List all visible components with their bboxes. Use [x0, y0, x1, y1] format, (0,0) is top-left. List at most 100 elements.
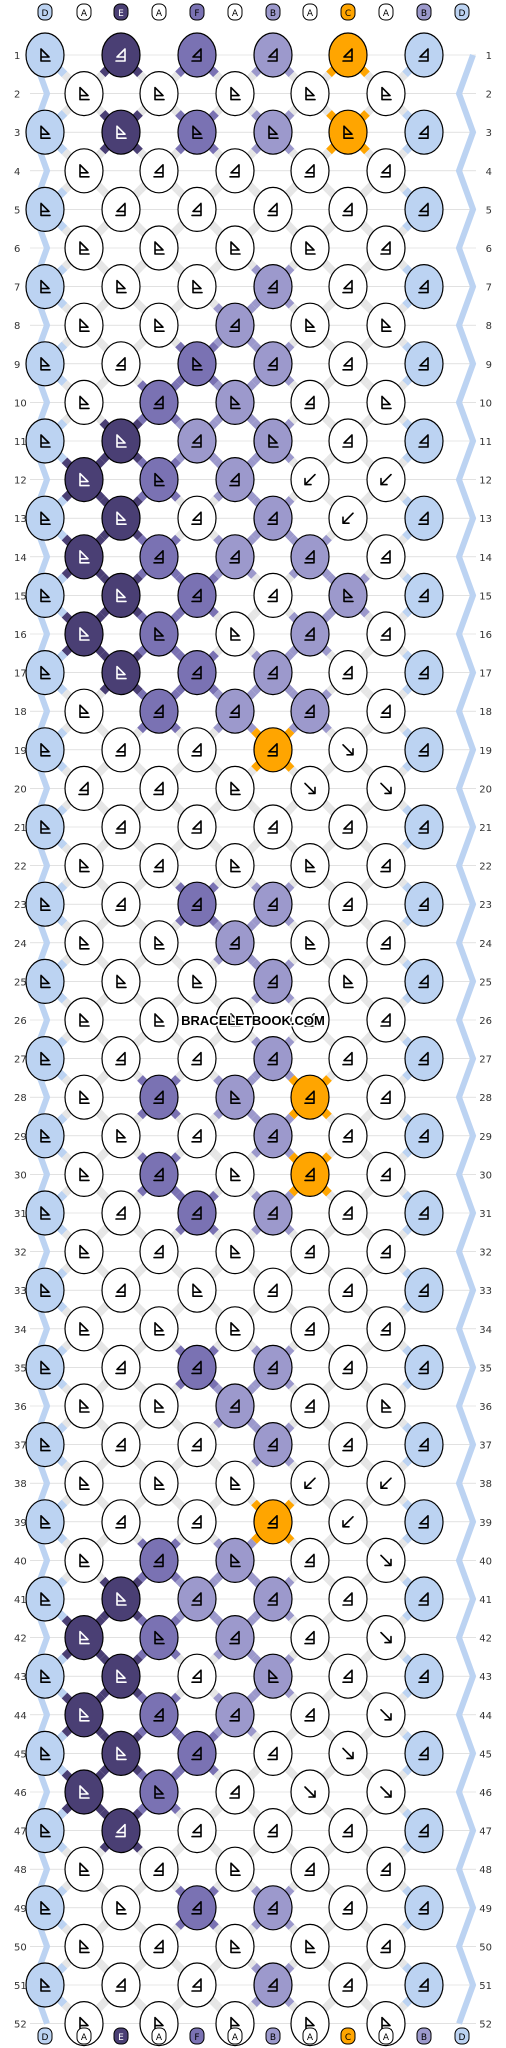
top-strand-label: F	[194, 9, 199, 19]
left-row-number: 25	[14, 977, 27, 988]
backward-forward-knot-arrow-icon	[191, 1592, 202, 1606]
knot	[25, 1730, 65, 1777]
knot	[366, 1228, 406, 1275]
backward-forward-knot-arrow-icon	[304, 1708, 315, 1722]
knot-body	[101, 881, 141, 927]
knot-body	[101, 264, 141, 310]
knot-body	[253, 341, 293, 387]
backward-forward-knot-arrow-icon	[267, 511, 278, 525]
knot-body	[366, 1306, 406, 1352]
forward-knot-arrow-icon	[380, 1631, 392, 1644]
forward-backward-knot-arrow-icon	[230, 1244, 241, 1259]
knot	[215, 379, 255, 425]
knot	[328, 958, 368, 1005]
right-row-number: 23	[479, 900, 492, 911]
forward-backward-knot-arrow-icon	[79, 704, 90, 718]
knot-body	[404, 1962, 444, 2008]
knot	[215, 1614, 255, 1661]
knot-body	[177, 1807, 217, 1854]
knot-body	[253, 649, 293, 696]
knot-body	[290, 70, 330, 117]
knot-body	[290, 379, 330, 425]
knot	[328, 186, 368, 232]
knot-body	[253, 186, 293, 232]
right-row-number: 28	[479, 1093, 492, 1104]
knot-body	[366, 1228, 406, 1275]
right-row-number: 2	[486, 90, 492, 101]
forward-backward-knot-arrow-icon	[79, 1244, 90, 1259]
backward-forward-knot-arrow-icon	[191, 743, 202, 757]
forward-backward-knot-arrow-icon	[116, 125, 127, 139]
backward-forward-knot-arrow-icon	[418, 279, 429, 294]
backward-forward-knot-arrow-icon	[380, 858, 391, 873]
knot	[328, 1962, 368, 2008]
backward-forward-knot-arrow-icon	[153, 781, 164, 796]
forward-backward-knot-arrow-icon	[40, 1515, 51, 1529]
right-row-number: 31	[479, 1209, 492, 1220]
right-row-number: 34	[479, 1325, 492, 1336]
knot	[64, 1692, 104, 1738]
knot	[177, 1113, 217, 1159]
backward-forward-knot-arrow-icon	[380, 936, 391, 950]
knot	[253, 341, 293, 387]
knot	[215, 1537, 255, 1584]
knot-body	[404, 1807, 444, 1854]
knot-body	[328, 418, 368, 464]
knot	[139, 1460, 179, 1506]
knot-body	[404, 1499, 444, 1545]
knot	[253, 1035, 293, 1082]
knot	[215, 997, 255, 1043]
knot	[215, 1383, 255, 1429]
forward-backward-knot-arrow-icon	[154, 86, 165, 101]
backward-forward-knot-arrow-icon	[191, 1823, 202, 1838]
knot	[404, 264, 444, 310]
knot-body	[290, 997, 330, 1043]
knot	[366, 1614, 406, 1661]
knot-body	[404, 1190, 444, 1236]
backward-forward-knot-arrow-icon	[418, 665, 429, 680]
left-row-number: 9	[14, 360, 20, 371]
backward-forward-knot-arrow-icon	[418, 1978, 429, 1992]
knot	[366, 379, 406, 425]
knot-body	[101, 1267, 141, 1313]
knot-body	[139, 70, 179, 117]
knot-body	[101, 958, 141, 1005]
knot-body	[25, 572, 65, 619]
knot	[328, 1885, 368, 1931]
knot-body	[366, 842, 406, 889]
knot	[366, 70, 406, 117]
knot	[215, 302, 255, 348]
backward-forward-knot-arrow-icon	[267, 1592, 278, 1606]
forward-backward-knot-arrow-icon	[79, 1862, 90, 1876]
forward-backward-knot-arrow-icon	[79, 1167, 90, 1182]
forward-backward-knot-arrow-icon	[79, 1630, 90, 1645]
forward-knot-arrow-icon	[380, 1554, 392, 1567]
knot-body	[64, 1460, 104, 1506]
knot-body	[253, 109, 293, 155]
knot	[253, 32, 293, 78]
forward-backward-knot-arrow-icon	[40, 357, 51, 371]
knot-body	[290, 611, 330, 657]
knot-body	[101, 1344, 141, 1391]
forward-backward-knot-arrow-icon	[230, 1322, 241, 1336]
forward-backward-knot-arrow-icon	[40, 1129, 51, 1143]
backward-forward-knot-arrow-icon	[229, 1630, 240, 1645]
knot	[101, 32, 141, 78]
backward-forward-knot-arrow-icon	[267, 1206, 278, 1220]
knot	[101, 495, 141, 541]
knot-body	[404, 1344, 444, 1391]
backward-forward-knot-arrow-icon	[153, 164, 164, 178]
knot-body	[215, 1306, 255, 1352]
left-row-number: 20	[14, 784, 27, 795]
knot	[404, 495, 444, 541]
knot	[290, 920, 330, 966]
right-row-number: 6	[486, 244, 492, 255]
top-strand-tab	[416, 3, 432, 21]
knot-body	[25, 958, 65, 1005]
right-row-number: 27	[479, 1055, 492, 1066]
knot	[328, 1730, 368, 1777]
left-row-number: 47	[14, 1827, 27, 1838]
right-row-number: 17	[479, 669, 492, 680]
right-row-number: 51	[479, 1981, 492, 1992]
right-row-number: 32	[479, 1248, 492, 1259]
